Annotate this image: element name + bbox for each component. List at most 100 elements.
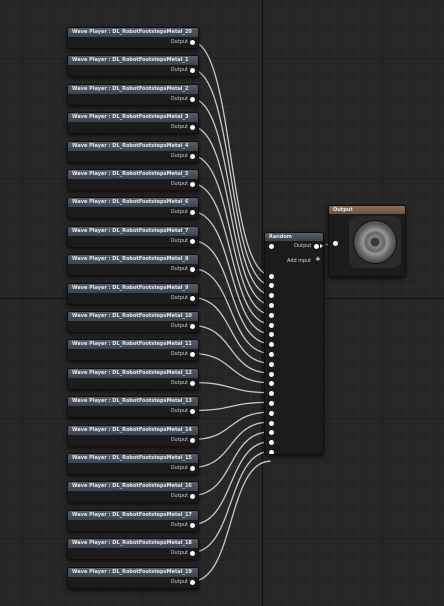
random-input-pin[interactable]: [269, 293, 274, 299]
wave-player-title: Wave Player : DL_RobotFootstepsMetal_14: [68, 426, 198, 435]
wave-player-title: Wave Player : DL_RobotFootstepsMetal_12: [68, 369, 198, 378]
wave-player-output-label: Output: [170, 96, 188, 102]
wave-player-output-pin[interactable]: [190, 551, 195, 556]
add-input-label: Add input: [287, 258, 312, 264]
wave-player-title: Wave Player : DL_RobotFootstepsMetal_11: [68, 340, 198, 349]
wave-player-output-label: Output: [170, 550, 188, 556]
random-input-pin[interactable]: [269, 430, 274, 436]
wave-player-output-label: Output: [170, 181, 188, 187]
wave-player-output-label: Output: [170, 39, 188, 45]
random-input-pin[interactable]: [269, 332, 274, 338]
random-input-pin[interactable]: [269, 449, 274, 454]
random-input-pin[interactable]: [269, 351, 274, 357]
wave-player-title: Wave Player : DL_RobotFootstepsMetal_16: [68, 482, 198, 491]
connection-wire: [191, 440, 271, 526]
wave-player-output-label: Output: [170, 380, 188, 386]
wave-player-output-pin[interactable]: [190, 239, 195, 244]
wave-player-title: Wave Player : DL_RobotFootstepsMetal_13: [68, 397, 198, 406]
wave-player-output-pin[interactable]: [190, 438, 195, 443]
random-input-pin[interactable]: [269, 322, 274, 328]
random-input-pin[interactable]: [269, 283, 274, 289]
random-input-pin[interactable]: [269, 410, 274, 416]
connection-wire: [191, 381, 271, 394]
random-input-pin[interactable]: [269, 342, 274, 348]
wave-player-output-label: Output: [170, 124, 188, 130]
random-input-pin[interactable]: [269, 400, 274, 406]
wave-player-output-pin[interactable]: [190, 68, 195, 73]
wave-player-title: Wave Player : DL_RobotFootstepsMetal_9: [68, 284, 198, 293]
random-input-pin[interactable]: [269, 361, 274, 367]
wave-player-output-pin[interactable]: [190, 125, 195, 130]
random-input-pin[interactable]: [269, 371, 274, 377]
random-input-pin[interactable]: [269, 244, 274, 249]
random-input-pin[interactable]: [269, 273, 274, 279]
random-output-arrow-icon: [320, 244, 323, 248]
random-input-pin[interactable]: [269, 302, 274, 308]
wave-player-output-pin[interactable]: [190, 210, 195, 215]
connection-wire: [191, 450, 271, 554]
random-input-pin[interactable]: [269, 312, 274, 318]
wave-player-output-pin[interactable]: [190, 154, 195, 159]
wave-player-output-label: Output: [170, 238, 188, 244]
connection-wire: [191, 154, 271, 315]
random-node[interactable]: Random Output Add input +: [264, 232, 324, 455]
wave-player-output-label: Output: [170, 323, 188, 329]
wave-player-output-pin[interactable]: [190, 352, 195, 357]
wave-player-output-pin[interactable]: [190, 523, 195, 528]
connection-wire: [191, 460, 271, 583]
wave-player-output-pin[interactable]: [190, 381, 195, 386]
wave-player-title: Wave Player : DL_RobotFootstepsMetal_18: [68, 539, 198, 548]
wave-player-output-pin[interactable]: [190, 409, 195, 414]
random-node-title: Random: [265, 233, 323, 241]
connection-wire: [191, 267, 271, 355]
wave-player-title: Wave Player : DL_RobotFootstepsMetal_6: [68, 198, 198, 207]
connection-wire: [191, 421, 271, 469]
connection-wire: [191, 210, 271, 335]
random-input-pin[interactable]: [269, 440, 274, 446]
connection-wire: [191, 182, 271, 325]
wave-player-output-label: Output: [170, 522, 188, 528]
wave-player-title: Wave Player : DL_RobotFootstepsMetal_17: [68, 511, 198, 520]
speaker-icon: [354, 221, 396, 263]
output-node[interactable]: Output: [328, 205, 406, 277]
wave-player-title: Wave Player : DL_RobotFootstepsMetal_20: [68, 28, 198, 37]
wave-player-output-pin[interactable]: [190, 580, 195, 585]
wave-player-output-pin[interactable]: [190, 494, 195, 499]
wave-player-output-pin[interactable]: [190, 182, 195, 187]
wave-player-output-pin[interactable]: [190, 40, 195, 45]
wave-player-output-pin[interactable]: [190, 267, 195, 272]
wave-player-output-pin[interactable]: [190, 324, 195, 329]
random-input-pin[interactable]: [269, 381, 274, 387]
wave-player-title: Wave Player : DL_RobotFootstepsMetal_2: [68, 85, 198, 94]
add-input-plus-icon[interactable]: +: [315, 255, 321, 263]
output-input-pin[interactable]: [333, 241, 338, 246]
random-input-pin[interactable]: [269, 391, 274, 397]
wave-player-output-pin[interactable]: [190, 296, 195, 301]
wave-player-title: Wave Player : DL_RobotFootstepsMetal_19: [68, 568, 198, 577]
wave-player-output-pin[interactable]: [190, 97, 195, 102]
random-input-pin[interactable]: [269, 420, 274, 426]
random-output-pin[interactable]: [314, 244, 319, 249]
wave-player-output-pin[interactable]: [190, 466, 195, 471]
